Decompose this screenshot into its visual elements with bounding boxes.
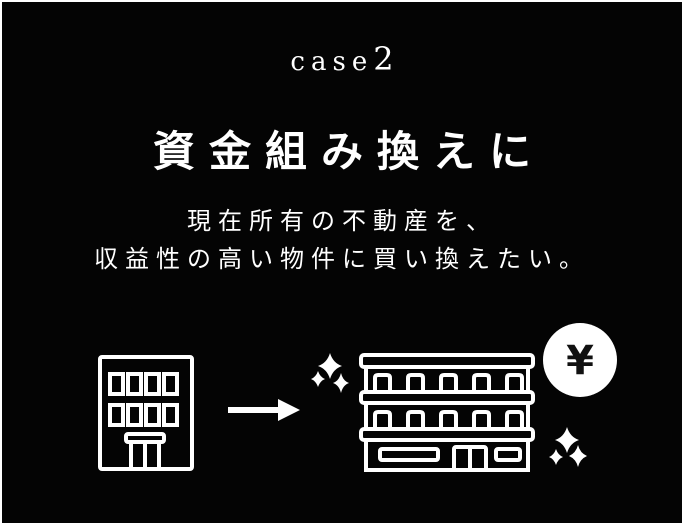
case-label: case2 [2, 40, 682, 78]
sparkle-icon [549, 427, 587, 467]
large-building-icon [359, 353, 535, 472]
small-building-icon [98, 355, 194, 471]
yen-icon: ¥ [566, 338, 594, 384]
sparkle-icon [311, 353, 349, 393]
description-line-2: 収益性の高い物件に買い換えたい。 [94, 245, 590, 273]
case-prefix: case [290, 47, 374, 77]
description-line-1: 現在所有の不動産を、 [187, 207, 497, 235]
arrow-right-icon [228, 399, 300, 421]
yen-badge: ¥ [543, 323, 617, 397]
case-number: 2 [373, 40, 394, 78]
description: 現在所有の不動産を、 収益性の高い物件に買い換えたい。 [2, 202, 682, 278]
page-title: 資金組み換えに [152, 127, 545, 176]
